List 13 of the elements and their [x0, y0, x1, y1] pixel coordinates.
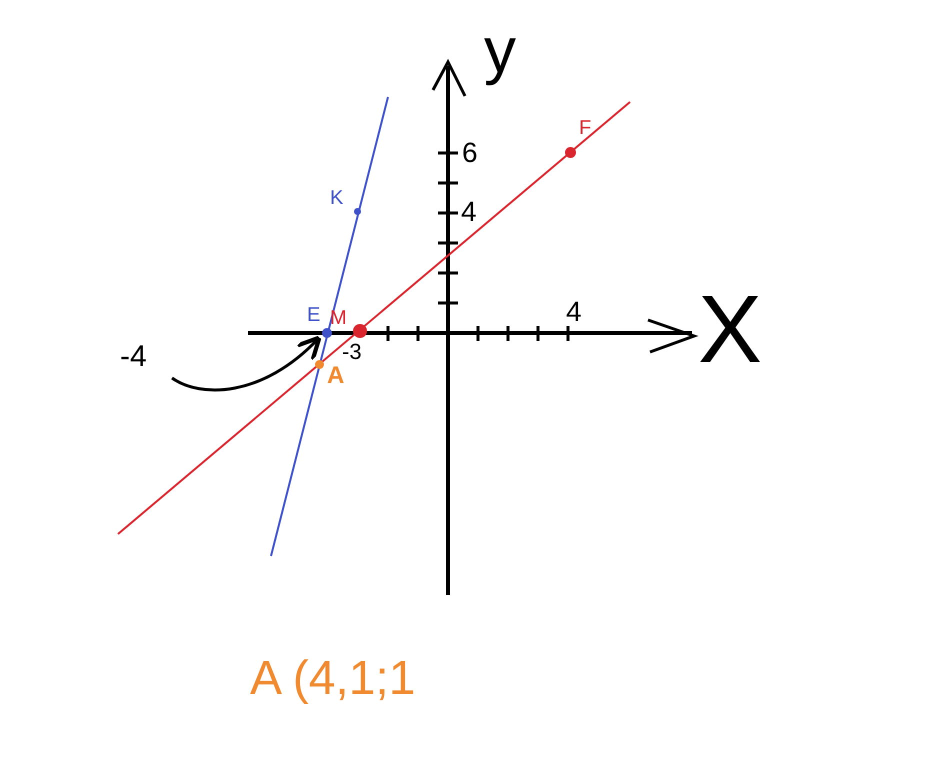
- axis-label: X: [698, 282, 762, 378]
- tick-label: 4: [566, 298, 582, 326]
- point-label: K: [330, 188, 344, 208]
- leader-arrow: [171, 335, 322, 392]
- tick-label: -3: [342, 341, 362, 363]
- tick-label: 6: [462, 139, 478, 167]
- axis-value-label: -4: [120, 342, 147, 372]
- tick-label: 4: [461, 198, 477, 226]
- point-label: A: [327, 364, 344, 388]
- point-label: F: [579, 118, 592, 138]
- coordinate-note: A (4,1;1: [250, 655, 416, 703]
- point-label: M: [330, 308, 347, 328]
- point-label: E: [307, 305, 320, 325]
